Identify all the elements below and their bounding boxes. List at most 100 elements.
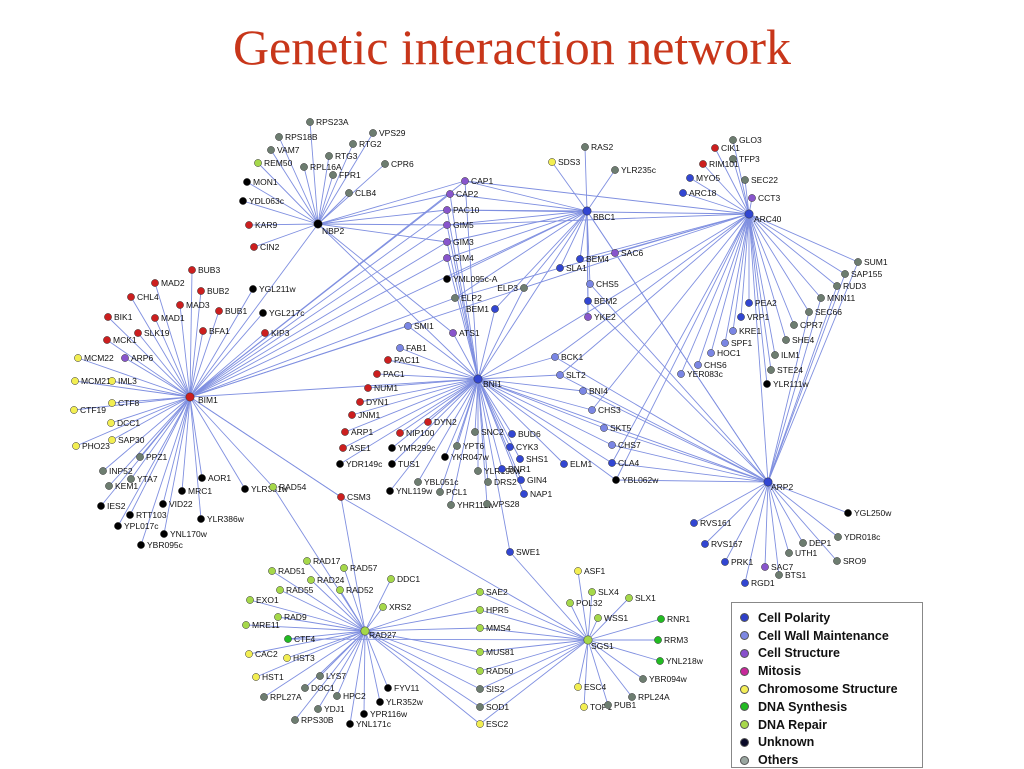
node-dot	[306, 118, 314, 126]
node-label: YBL062w	[622, 475, 659, 485]
node-dot	[473, 374, 483, 384]
edge-bni1-ybl051c	[417, 378, 479, 483]
edge-bim1-aor1	[189, 396, 203, 479]
gene-node-rad51: RAD51	[268, 566, 306, 576]
node-label: POL32	[576, 598, 603, 608]
node-dot	[336, 460, 344, 468]
node-label: KRE1	[739, 326, 761, 336]
node-dot	[761, 563, 769, 571]
gene-node-hst3: HST3	[283, 653, 315, 663]
node-dot	[252, 673, 260, 681]
node-label: CTF19	[80, 405, 106, 415]
node-label: CSM3	[347, 492, 371, 502]
node-dot	[337, 493, 345, 501]
node-dot	[451, 294, 459, 302]
node-dot	[261, 329, 269, 337]
node-label: VID22	[169, 499, 193, 509]
edge-bim1-slk19	[137, 332, 191, 398]
gene-node-ydj1: YDJ1	[314, 704, 345, 714]
edge-bim1-gim3	[189, 241, 448, 398]
node-dot	[197, 287, 205, 295]
node-dot	[453, 442, 461, 450]
edge-arp2-rgd1	[744, 481, 769, 584]
node-label: BIK1	[114, 312, 133, 322]
edge-bim1-ctf19	[73, 396, 191, 411]
edge-rad27-rad55	[279, 589, 366, 632]
gene-node-exo1: EXO1	[246, 595, 279, 605]
gene-node-rps30b: RPS30B	[291, 715, 334, 725]
gene-node-slk19: SLK19	[134, 328, 170, 338]
node-label: RUD3	[843, 281, 866, 291]
node-label: RAD17	[313, 556, 341, 566]
node-label: GIM3	[453, 237, 474, 247]
node-dot	[424, 418, 432, 426]
node-dot	[70, 406, 78, 414]
gene-node-slx4: SLX4	[588, 587, 619, 597]
node-label: RAD50	[486, 666, 514, 676]
gene-node-sla1: SLA1	[556, 263, 587, 273]
node-dot	[134, 329, 142, 337]
node-dot	[799, 539, 807, 547]
edge-bbc1-gim4	[446, 210, 588, 259]
edge-bni1-bck1	[477, 356, 556, 380]
node-dot	[404, 322, 412, 330]
node-label: RPS30B	[301, 715, 334, 725]
node-label: RRM3	[664, 635, 688, 645]
gene-node-iml3: IML3	[108, 376, 137, 386]
hub-node-rad27: RAD27	[360, 626, 397, 640]
node-dot	[104, 313, 112, 321]
edge-bni1-dyn1	[359, 378, 479, 403]
node-label: RAD51	[278, 566, 306, 576]
gene-node-skt5: SKT5	[600, 423, 632, 433]
node-label: SAP155	[851, 269, 882, 279]
gene-node-tfp3: TFP3	[729, 154, 760, 164]
node-dot	[243, 178, 251, 186]
node-dot	[471, 428, 479, 436]
gene-node-ase1: ASE1	[339, 443, 371, 453]
node-dot	[729, 155, 737, 163]
node-label: MAD2	[161, 278, 185, 288]
gene-node-ydl063c: YDL063c	[239, 196, 285, 206]
edge-bbc1-bem1	[494, 210, 588, 310]
edge-bim1-gim4	[189, 257, 448, 398]
legend-label: Mitosis	[758, 664, 802, 679]
legend-color-dot-icon	[740, 613, 749, 623]
node-label: ESC2	[486, 719, 508, 729]
node-label: BNI1	[483, 379, 502, 389]
node-dot	[246, 596, 254, 604]
edge-bni1-ydr149c	[339, 378, 479, 465]
node-label: RAS2	[591, 142, 613, 152]
edge-arp2-bem2	[587, 300, 769, 483]
gene-node-bub3: BUB3	[188, 265, 220, 275]
gene-node-snc2: SNC2	[471, 427, 504, 437]
edge-nbp2-bni1	[317, 223, 479, 380]
node-label: NIP100	[406, 428, 435, 438]
node-dot	[476, 624, 484, 632]
node-dot	[461, 177, 469, 185]
gene-node-ypl017c: YPL017c	[114, 521, 159, 531]
node-dot	[341, 428, 349, 436]
gene-node-gin4: GIN4	[517, 475, 547, 485]
edge-csm3-sgs1	[340, 496, 589, 641]
node-dot	[291, 716, 299, 724]
edge-rad27-rad51	[271, 570, 366, 632]
edge-nbp2-ats1	[317, 223, 454, 334]
node-dot	[476, 703, 484, 711]
node-dot	[159, 500, 167, 508]
node-label: BBC1	[593, 212, 615, 222]
node-dot	[741, 176, 749, 184]
gene-node-vps29: VPS29	[369, 128, 406, 138]
edge-arc40-chs3	[591, 213, 750, 411]
node-label: RAD57	[350, 563, 378, 573]
edge-bni1-cap1	[464, 180, 479, 380]
edge-arc40-mnn11	[748, 213, 822, 299]
node-dot	[611, 249, 619, 257]
legend-label: Others	[758, 753, 799, 768]
gene-node-xrs2: XRS2	[379, 602, 411, 612]
node-dot	[628, 693, 636, 701]
gene-node-she4: SHE4	[782, 335, 814, 345]
node-label: YGL250w	[854, 508, 892, 518]
gene-node-rad57: RAD57	[340, 563, 378, 573]
node-dot	[834, 533, 842, 541]
node-dot	[833, 282, 841, 290]
